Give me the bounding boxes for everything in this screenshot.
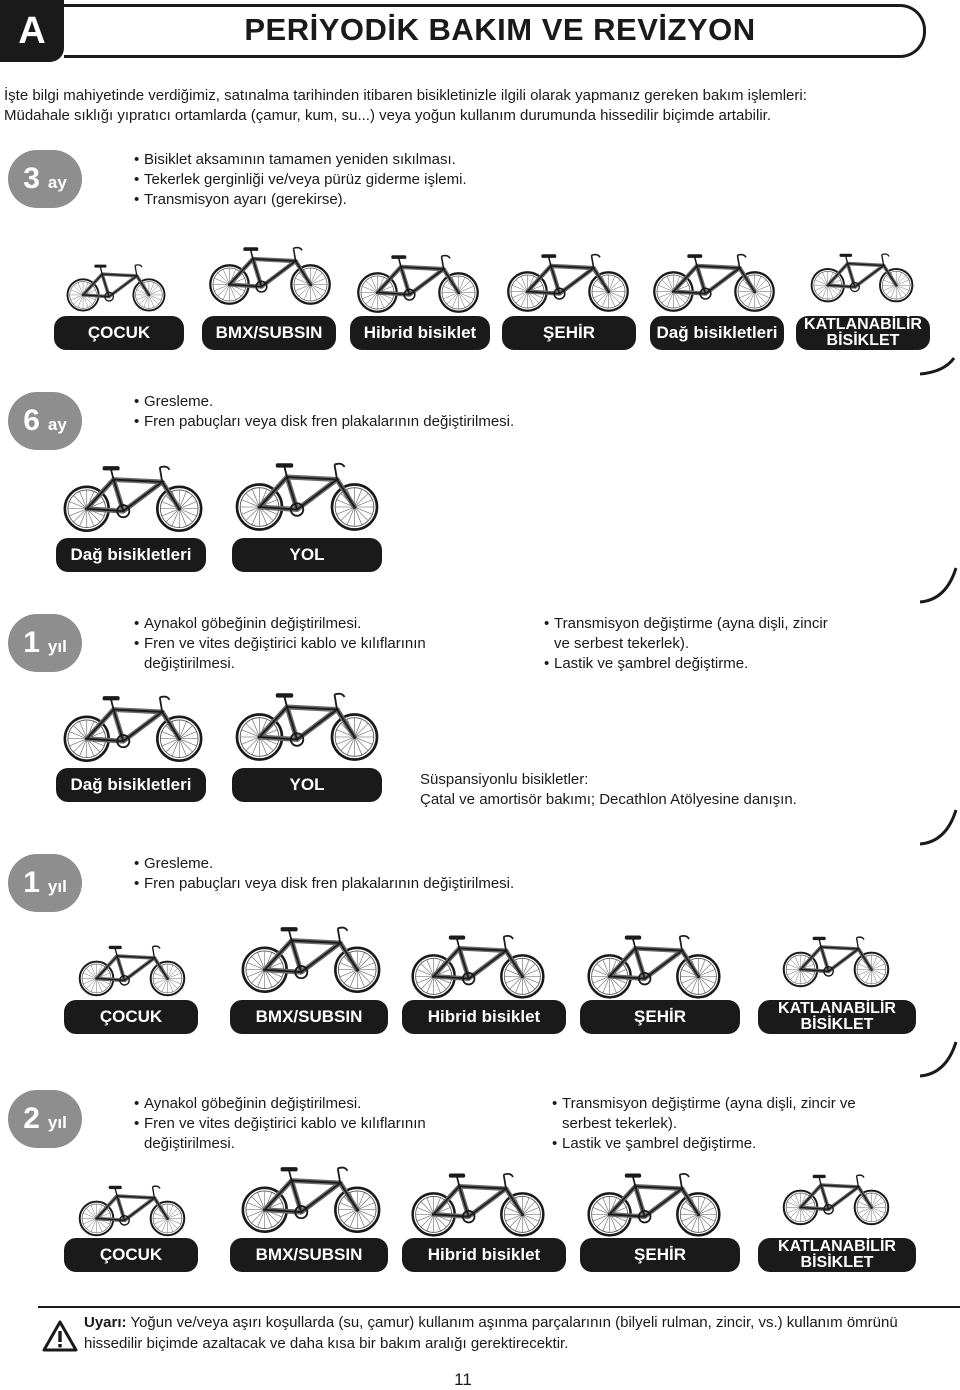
suspension-note-title: Süspansiyonlu bisikletler: — [420, 771, 589, 788]
bicycle-icon — [780, 922, 892, 1002]
bullet-item: Bisiklet aksamının tamamen yeniden sıkıl… — [134, 150, 734, 170]
bullet-item: Gresleme. — [134, 854, 734, 874]
page-number: 11 — [454, 1370, 472, 1389]
label-bmx: BMX/SUBSIN — [230, 1238, 388, 1272]
warning-label: Uyarı: — [84, 1314, 127, 1331]
intro-text: İşte bilgi mahiyetinde verdiğimiz, satın… — [4, 86, 934, 126]
bicycle-icon — [60, 460, 206, 538]
period-badge-2-yil: 2 yıl — [8, 1090, 82, 1148]
bullet-item: Fren ve vites değiştirici kablo ve kılıf… — [134, 634, 474, 674]
bullet-item: Lastik ve şambrel değiştirme. — [544, 654, 844, 674]
label-dag: Dağ bisikletleri — [56, 768, 206, 802]
bicycle-icon — [584, 1170, 724, 1240]
period-unit: ay — [47, 173, 67, 192]
bicycle-icon — [232, 686, 382, 768]
label-sehir: ŞEHİR — [580, 1000, 740, 1034]
period-number: 1 — [23, 626, 40, 659]
bullet-item: Transmisyon değiştirme (ayna dişli, zinc… — [552, 1094, 882, 1134]
section-divider — [920, 357, 956, 376]
label-yol: YOL — [232, 768, 382, 802]
label-hibrid: Hibrid bisiklet — [402, 1000, 566, 1034]
bullet-list: Gresleme. Fren pabuçları veya disk fren … — [134, 392, 734, 432]
label-sehir: ŞEHİR — [580, 1238, 740, 1272]
label-katlanabilir: KATLANABİLİR BİSİKLET — [758, 1000, 916, 1034]
period-unit: yıl — [47, 637, 67, 656]
bullet-list: Aynakol göbeğinin değiştirilmesi. Fren v… — [134, 1094, 474, 1154]
section-divider — [920, 1041, 958, 1078]
bicycle-icon — [808, 240, 916, 316]
bullet-item: Transmisyon değiştirme (ayna dişli, zinc… — [544, 614, 844, 654]
bicycle-icon — [232, 456, 382, 538]
bullet-list: Transmisyon değiştirme (ayna dişli, zinc… — [552, 1094, 882, 1154]
label-cocuk: ÇOCUK — [64, 1000, 198, 1034]
label-bmx: BMX/SUBSIN — [202, 316, 336, 350]
bicycle-icon — [354, 250, 482, 318]
section-divider — [920, 809, 958, 846]
bullet-item: Aynakol göbeğinin değiştirilmesi. — [134, 614, 474, 634]
label-hibrid: Hibrid bisiklet — [350, 316, 490, 350]
bicycle-icon — [408, 1170, 548, 1240]
label-bmx: BMX/SUBSIN — [230, 1000, 388, 1034]
label-sehir: ŞEHİR — [502, 316, 636, 350]
bicycle-icon — [76, 942, 188, 1000]
bicycle-icon — [238, 1158, 384, 1242]
bullet-item: Fren pabuçları veya disk fren plakaların… — [134, 412, 734, 432]
bicycle-icon — [504, 248, 632, 318]
bicycle-icon — [64, 262, 168, 314]
label-katlanabilir: KATLANABİLİR BİSİKLET — [758, 1238, 916, 1272]
warning-body: Yoğun ve/veya aşırı koşullarda (su, çamu… — [84, 1314, 898, 1352]
bullet-item: Aynakol göbeğinin değiştirilmesi. — [134, 1094, 474, 1114]
period-number: 2 — [23, 1102, 40, 1135]
section-divider — [920, 567, 958, 604]
suspension-note: Süspansiyonlu bisikletler: Çatal ve amor… — [420, 770, 920, 810]
bullet-list: Gresleme. Fren pabuçları veya disk fren … — [134, 854, 734, 894]
period-number: 1 — [23, 866, 40, 899]
warning-text: Uyarı: Yoğun ve/veya aşırı koşullarda (s… — [84, 1312, 904, 1354]
bicycle-icon — [408, 932, 548, 1002]
bullet-item: Tekerlek gerginliği ve/veya pürüz giderm… — [134, 170, 734, 190]
label-dag: Dağ bisikletleri — [56, 538, 206, 572]
label-cocuk: ÇOCUK — [64, 1238, 198, 1272]
label-dag: Dağ bisikletleri — [650, 316, 784, 350]
bicycle-icon — [650, 248, 778, 318]
warning-triangle-icon — [42, 1320, 78, 1352]
bicycle-icon — [76, 1182, 188, 1240]
period-badge-1-yil: 1 yıl — [8, 614, 82, 672]
label-hibrid: Hibrid bisiklet — [402, 1238, 566, 1272]
bicycle-icon — [584, 932, 724, 1002]
bullet-item: Lastik ve şambrel değiştirme. — [552, 1134, 882, 1154]
period-badge-3-ay: 3 ay — [8, 150, 82, 208]
period-unit: ay — [47, 415, 67, 434]
bicycle-icon — [60, 690, 206, 768]
period-unit: yıl — [47, 877, 67, 896]
bicycle-icon — [206, 238, 334, 314]
bullet-list: Aynakol göbeğinin değiştirilmesi. Fren v… — [134, 614, 474, 674]
intro-line-1: İşte bilgi mahiyetinde verdiğimiz, satın… — [4, 87, 807, 104]
bullet-item: Fren pabuçları veya disk fren plakaların… — [134, 874, 734, 894]
bicycle-icon — [780, 1160, 892, 1240]
period-unit: yıl — [47, 1113, 67, 1132]
warning-divider — [38, 1306, 960, 1308]
bullet-item: Gresleme. — [134, 392, 734, 412]
bullet-item: Fren ve vites değiştirici kablo ve kılıf… — [134, 1114, 474, 1154]
label-katlanabilir: KATLANABİLİR BİSİKLET — [796, 316, 930, 350]
bullet-item: Transmisyon ayarı (gerekirse). — [134, 190, 734, 210]
label-yol: YOL — [232, 538, 382, 572]
bullet-list: Transmisyon değiştirme (ayna dişli, zinc… — [544, 614, 844, 674]
bullet-list: Bisiklet aksamının tamamen yeniden sıkıl… — [134, 150, 734, 210]
title-frame — [64, 4, 926, 58]
bicycle-icon — [238, 918, 384, 1002]
suspension-note-text: Çatal ve amortisör bakımı; Decathlon Atö… — [420, 791, 797, 808]
period-badge-1-yil-b: 1 yıl — [8, 854, 82, 912]
period-number: 6 — [23, 404, 40, 437]
period-number: 3 — [23, 162, 40, 195]
period-badge-6-ay: 6 ay — [8, 392, 82, 450]
page-title: PERİYODİK BAKIM VE REVİZYON — [244, 12, 756, 47]
section-letter-badge: A — [0, 0, 64, 62]
label-cocuk: ÇOCUK — [54, 316, 184, 350]
intro-line-2: Müdahale sıklığı yıpratıcı ortamlarda (ç… — [4, 107, 771, 124]
